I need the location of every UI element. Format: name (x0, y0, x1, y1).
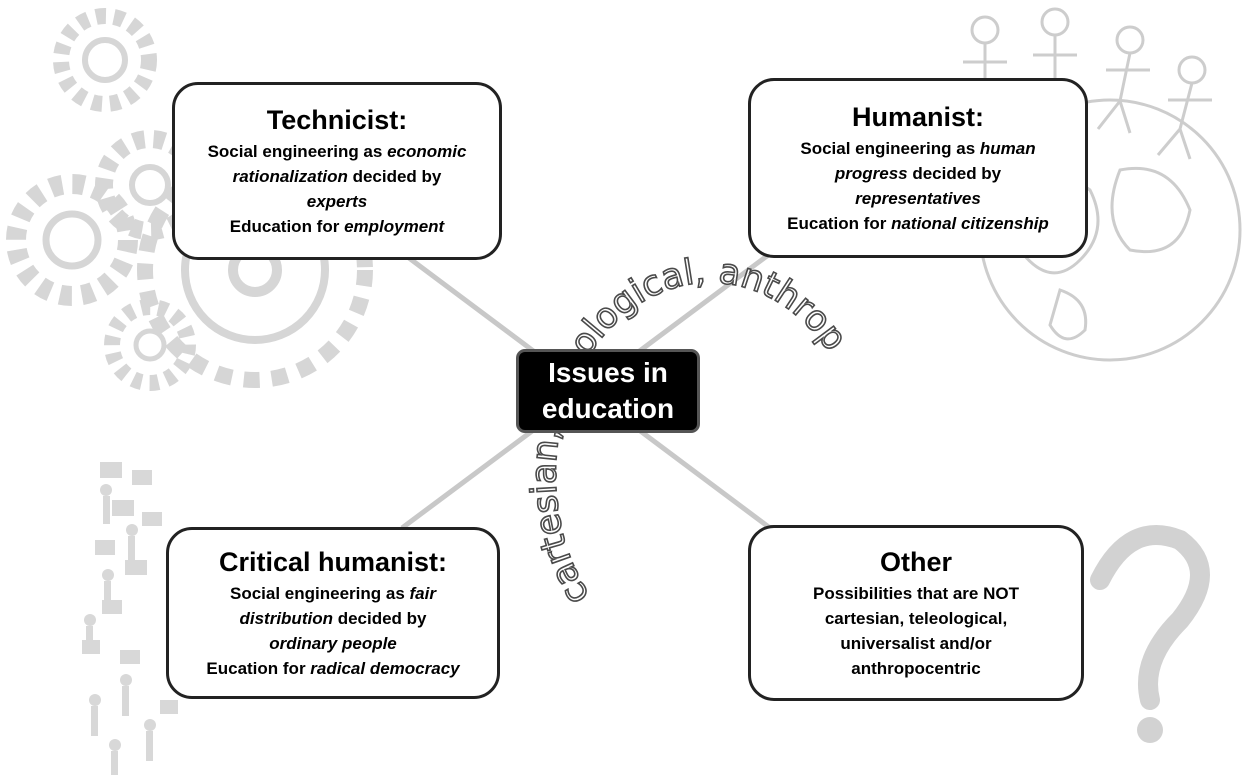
text-run: cartesian, teleological, (824, 609, 1008, 628)
body-line: progress decided by (787, 161, 1049, 186)
text-run: Eucation for (206, 659, 311, 678)
italic-run: radical democracy (310, 659, 460, 678)
center-node: Issues in education (516, 349, 700, 433)
critical-humanist-box: Critical humanist: Social engineering as… (166, 527, 500, 699)
text-run: Education for (229, 217, 345, 236)
italic-run: rationalization (232, 167, 348, 186)
body-line: Eucation for radical democracy (206, 656, 459, 681)
other-box: Other Possibilities that are NOT cartesia… (748, 525, 1084, 701)
body-line: ordinary people (206, 631, 459, 656)
body-line: Social engineering as fair (206, 581, 459, 606)
italic-run: fair (409, 584, 436, 603)
body-line: Eucation for national citizenship (787, 211, 1049, 236)
protest-crowd-icon (82, 462, 178, 775)
body-line: anthropocentric (813, 656, 1019, 681)
italic-run: experts (306, 192, 368, 211)
technicist-box: Technicist: Social engineering as econom… (172, 82, 502, 260)
other-title: Other (879, 547, 952, 577)
body-line: Social engineering as human (787, 136, 1049, 161)
text-run: decided by (332, 609, 427, 628)
center-line-1: Issues in (548, 357, 668, 388)
body-line: Possibilities that are NOT (813, 581, 1019, 606)
italic-run: representatives (855, 189, 981, 208)
critical-humanist-title: Critical humanist: (218, 547, 448, 577)
italic-run: economic (387, 142, 467, 161)
humanist-title: Humanist: (851, 102, 984, 132)
text-run: anthropocentric (851, 659, 981, 678)
text-run: universalist and/or (840, 634, 992, 653)
italic-run: ordinary people (269, 634, 397, 653)
body-line: cartesian, teleological, (813, 606, 1019, 631)
text-run: decided by (907, 164, 1002, 183)
body-line: distribution decided by (206, 606, 459, 631)
body-line: rationalization decided by (208, 164, 467, 189)
text-run: Social engineering as (230, 584, 410, 603)
other-body: Possibilities that are NOT cartesian, tel… (813, 581, 1019, 681)
text-run: Possibilities that are NOT (813, 584, 1019, 603)
body-line: Social engineering as economic (208, 139, 467, 164)
technicist-title: Technicist: (266, 105, 408, 135)
center-line-2: education (541, 393, 675, 424)
text-run: decided by (347, 167, 442, 186)
italic-run: progress (834, 164, 908, 183)
italic-run: national citizenship (891, 214, 1049, 233)
text-run: Eucation for (787, 214, 892, 233)
text-run: Social engineering as (800, 139, 980, 158)
text-run: Social engineering as (207, 142, 388, 161)
italic-run: human (979, 139, 1036, 158)
italic-run: distribution (239, 609, 333, 628)
body-line: representatives (787, 186, 1049, 211)
body-line: experts (208, 189, 467, 214)
body-line: universalist and/or (813, 631, 1019, 656)
question-mark-icon (1090, 525, 1210, 743)
body-line: Education for employment (208, 214, 467, 239)
italic-run: employment (344, 217, 445, 236)
